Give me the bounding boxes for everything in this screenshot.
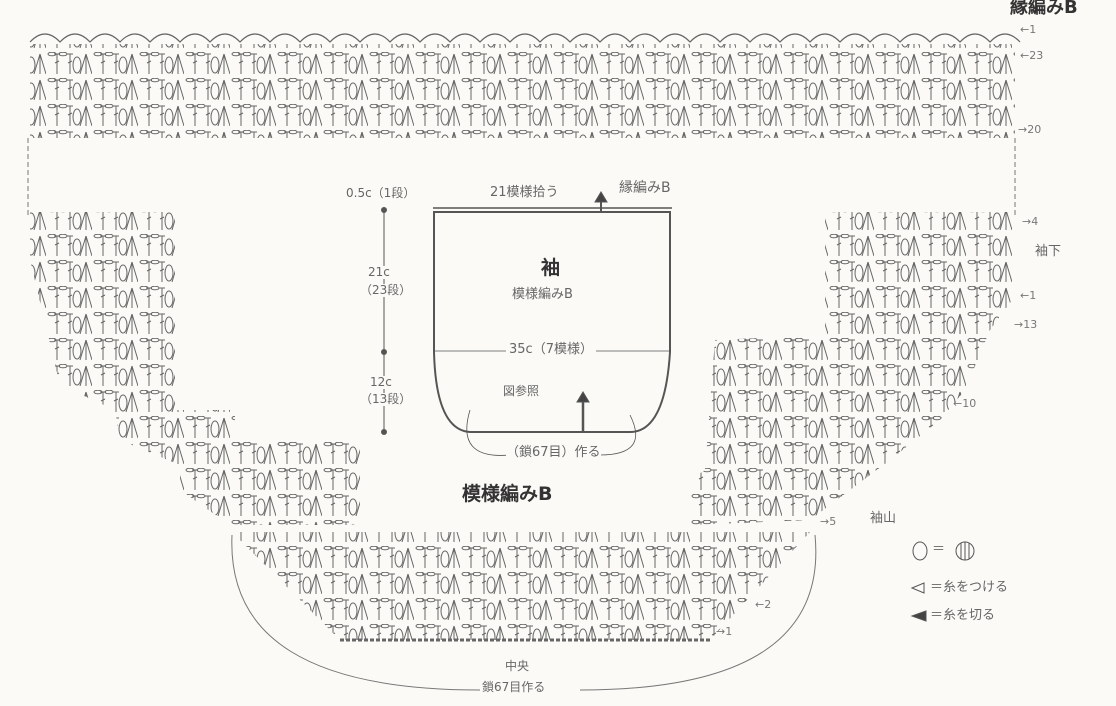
row-label: ←23 <box>1020 49 1044 62</box>
left-stitches <box>30 212 360 525</box>
pickup-label: 21模様拾う <box>490 185 559 200</box>
legend-cut-yarn: ＝糸を切る <box>930 608 996 623</box>
legend-equals: ＝ <box>932 542 946 557</box>
row-label: →4 <box>1022 215 1039 228</box>
sleeve-pattern: 模様編みB <box>512 287 573 302</box>
cut-yarn-icon <box>910 610 927 622</box>
direction-arrow-icon <box>576 391 590 403</box>
row-label: →20 <box>1018 123 1042 136</box>
dim-mid-rows: （23段） <box>360 283 412 298</box>
center-label: 中央 <box>505 659 530 673</box>
row-label: →1 <box>716 625 733 638</box>
dim-bottom-rows: （13段） <box>360 392 412 407</box>
see-chart-label: 図参照 <box>503 384 540 398</box>
bobble-stitch-icon <box>955 541 975 561</box>
foundation-bracket <box>231 534 817 691</box>
width-label: 35c（7模様） <box>506 342 596 358</box>
sleeve-name: 袖 <box>541 257 561 279</box>
bottom-foundation-label: 鎖67目作る <box>482 680 546 694</box>
dim-bottom-length: 12c <box>370 375 392 390</box>
pattern-title: 模様編みB <box>462 483 553 505</box>
attach-yarn-icon <box>910 582 925 594</box>
edging-scallops <box>29 33 1021 43</box>
sleeve-cap-label: 袖山 <box>870 511 897 526</box>
legend-attach-yarn: ＝糸をつける <box>930 580 1009 595</box>
row-label: →13 <box>1014 318 1038 331</box>
underarm-label: 袖下 <box>1035 244 1062 259</box>
row-label: ←10 <box>953 397 977 410</box>
dim-mid-length: 21c <box>368 265 390 280</box>
chain-oval-icon <box>912 541 928 561</box>
row-label: ←1 <box>1020 23 1037 36</box>
dim-top: 0.5c（1段） <box>346 186 416 200</box>
direction-arrow-icon <box>594 191 608 203</box>
sleeve-edging-label: 縁編みB <box>619 180 671 196</box>
row-label: ←2 <box>755 598 772 611</box>
row-label: ←1 <box>1020 289 1037 302</box>
top-band-stitches <box>30 44 1015 138</box>
bottom-stitches <box>232 532 810 640</box>
edging-title: 縁編みB <box>1010 0 1078 18</box>
sleeve-foundation-label: （鎖67目）作る <box>506 445 601 461</box>
row-label: →5 <box>820 515 837 528</box>
legend-icons <box>910 541 975 622</box>
right-stitches <box>690 212 1012 525</box>
sleeve-schematic <box>381 191 672 456</box>
